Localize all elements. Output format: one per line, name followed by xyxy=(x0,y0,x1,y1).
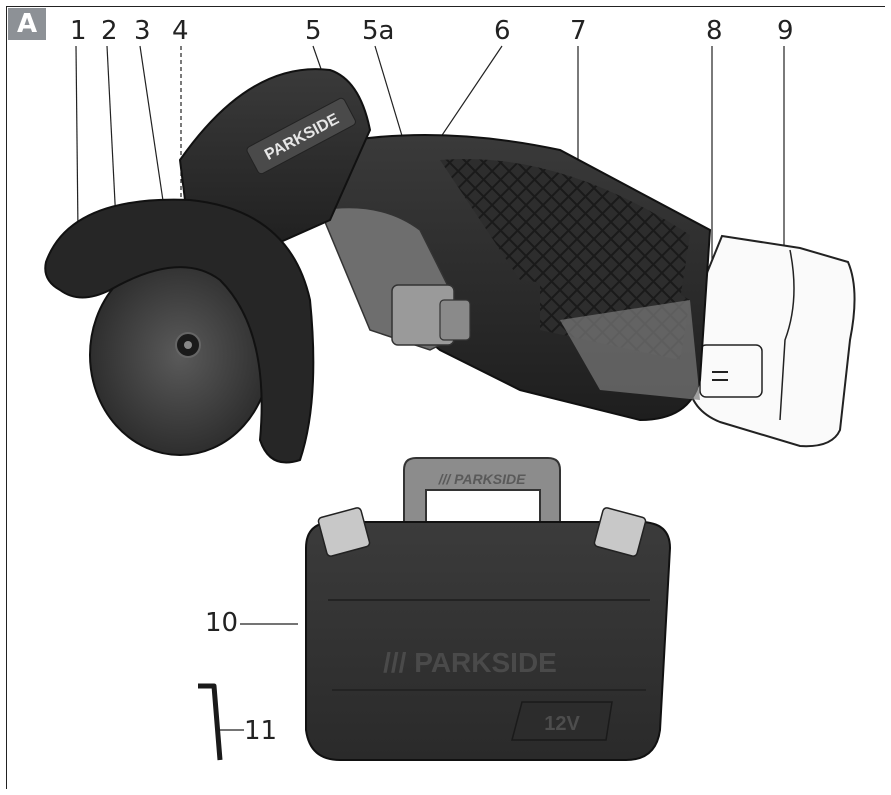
label-5a: 5a xyxy=(362,16,395,46)
case-brand-text: /// PARKSIDE xyxy=(383,647,557,678)
battery-pack xyxy=(686,234,856,448)
label-3: 3 xyxy=(134,16,151,46)
label-5: 5 xyxy=(305,16,322,46)
angle-grinder: PARKSIDE xyxy=(178,68,712,422)
label-8: 8 xyxy=(706,16,723,46)
label-10: 10 xyxy=(205,608,239,638)
label-1: 1 xyxy=(70,16,87,46)
figure-badge: A xyxy=(8,8,46,40)
label-11: 11 xyxy=(244,716,278,746)
figure-frame xyxy=(6,6,885,789)
label-4: 4 xyxy=(172,16,189,46)
hex-key xyxy=(198,683,223,761)
label-7: 7 xyxy=(570,16,587,46)
guard-and-disc xyxy=(44,198,315,464)
carrying-case: /// PARKSIDE /// PARKSIDE 12V xyxy=(305,457,672,761)
label-6: 6 xyxy=(494,16,511,46)
case-handle-brand-text: /// PARKSIDE xyxy=(438,471,527,487)
label-2: 2 xyxy=(101,16,118,46)
label-9: 9 xyxy=(777,16,794,46)
case-voltage-badge: 12V xyxy=(544,713,580,735)
